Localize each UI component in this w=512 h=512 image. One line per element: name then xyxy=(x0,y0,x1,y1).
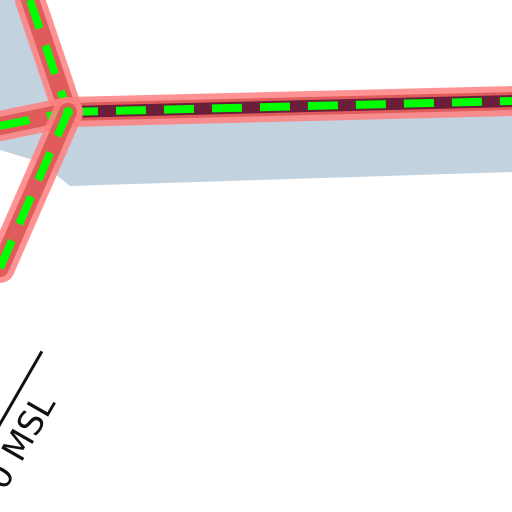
route-north-segment[interactable] xyxy=(15,0,83,127)
route-southwest-segment[interactable] xyxy=(0,97,83,283)
airspace-area[interactable] xyxy=(0,0,512,186)
altitude-label: 0 MSL xyxy=(0,350,64,497)
route-junction-waypoint[interactable] xyxy=(63,107,73,117)
altitude-label-rule xyxy=(0,350,44,474)
altitude-label-text: 0 MSL xyxy=(0,388,64,497)
route-east-segment[interactable] xyxy=(53,86,512,127)
